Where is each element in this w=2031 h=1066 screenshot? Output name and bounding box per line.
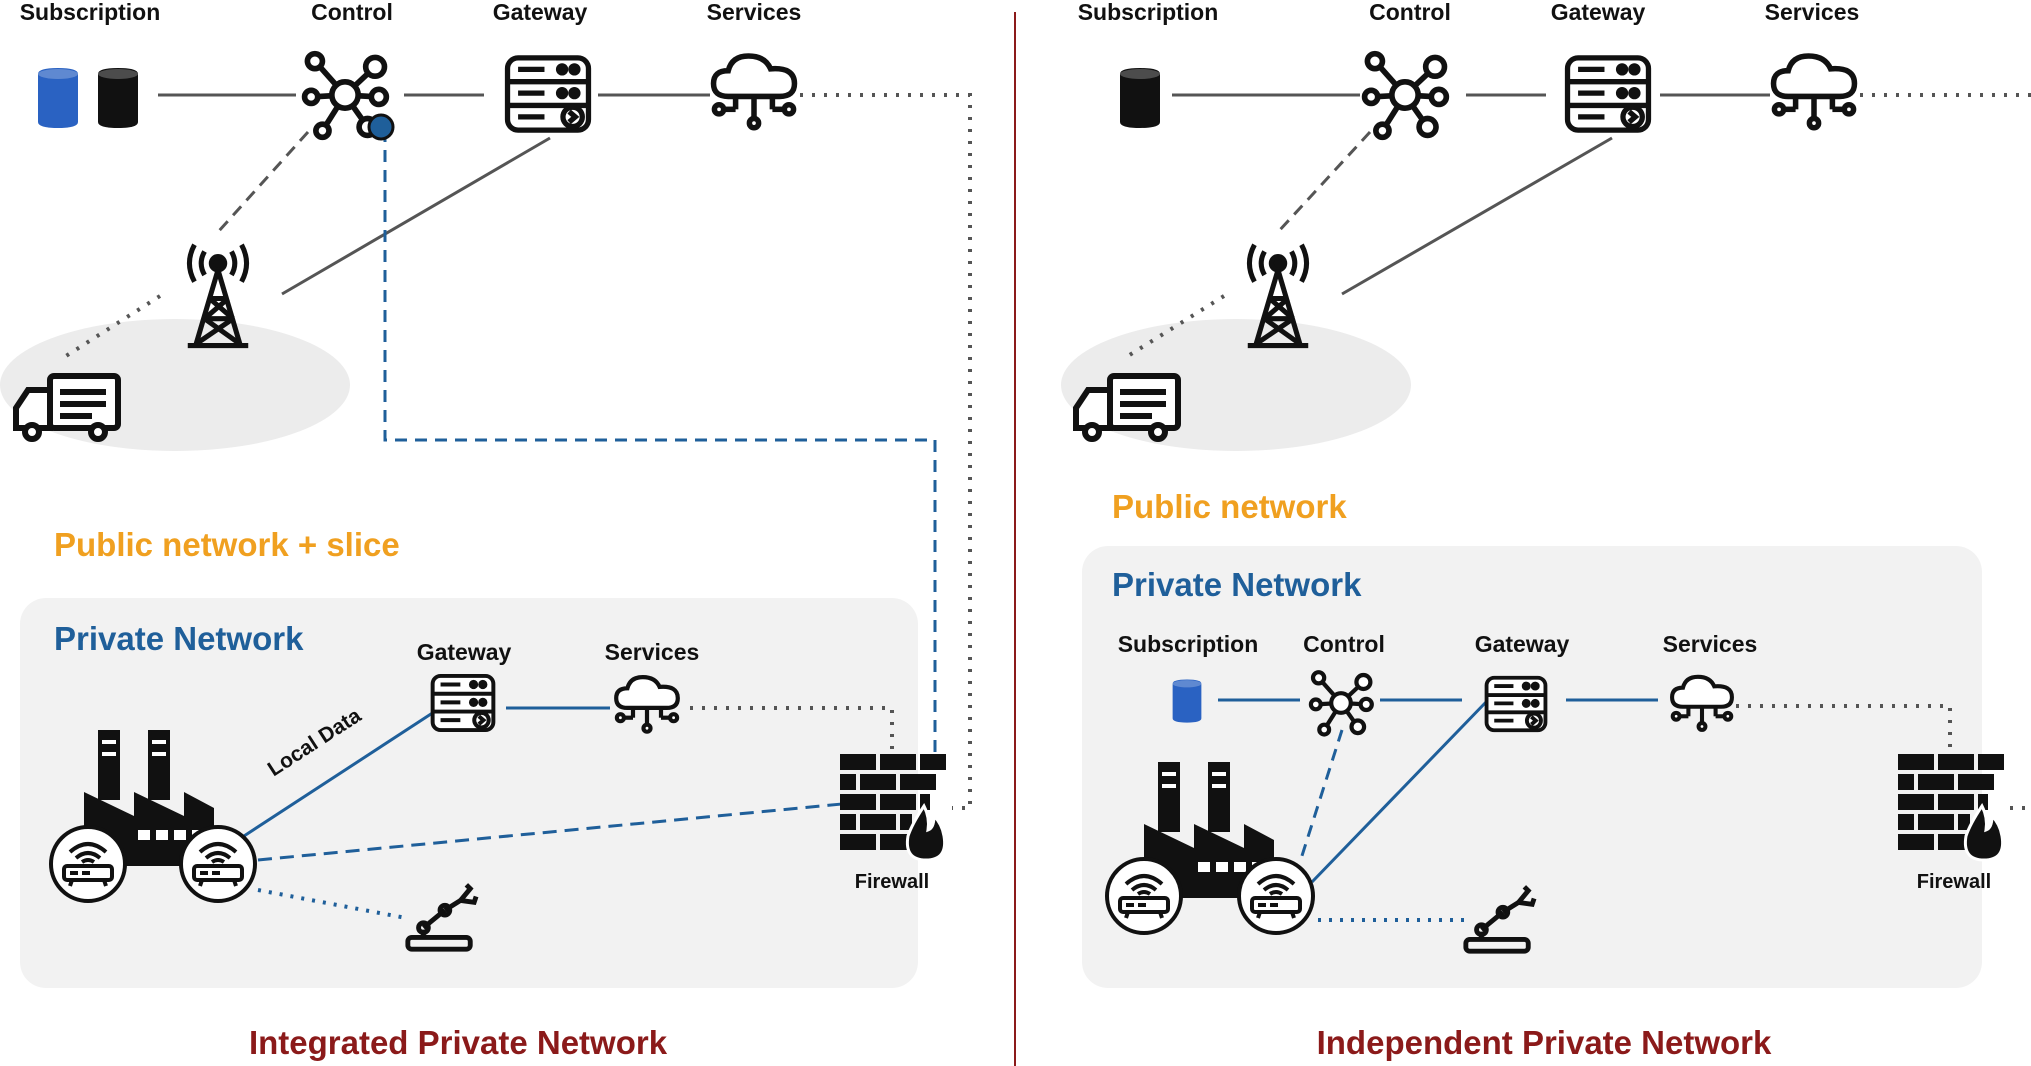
- right-panel: Subscription Control Gateway Services Pu…: [1061, 0, 2031, 1061]
- label-private-control: Control: [1303, 631, 1385, 657]
- database-icon: [38, 68, 78, 128]
- label-gateway: Gateway: [1551, 0, 1646, 25]
- firewall-icon: [1896, 752, 2006, 862]
- label-control: Control: [311, 0, 393, 25]
- slice-node-icon: [367, 113, 395, 141]
- gateway-server-icon: [1568, 58, 1649, 130]
- wifi-router-icon: [49, 825, 127, 903]
- label-gateway: Gateway: [493, 0, 588, 25]
- label-subscription: Subscription: [1078, 0, 1219, 25]
- gateway-server-icon: [433, 676, 494, 730]
- wifi-router-icon: [1237, 857, 1315, 935]
- label-services: Services: [1765, 0, 1860, 25]
- cloud-services-icon: [1774, 56, 1855, 128]
- database-icon: [98, 68, 138, 128]
- database-icon: [1120, 68, 1160, 128]
- control-hub-icon: [1365, 54, 1447, 138]
- label-private-services: Services: [1663, 631, 1758, 657]
- wifi-router-icon: [1105, 857, 1183, 935]
- private-network-title: Private Network: [1112, 566, 1362, 603]
- label-firewall: Firewall: [855, 871, 929, 893]
- wifi-router-icon: [179, 825, 257, 903]
- region-label: Public network: [1112, 488, 1347, 525]
- gateway-server-icon: [1484, 675, 1548, 733]
- caption-independent: Independent Private Network: [1317, 1024, 1772, 1061]
- label-firewall: Firewall: [1917, 871, 1991, 893]
- firewall-icon: [838, 752, 948, 862]
- label-control: Control: [1369, 0, 1451, 25]
- database-icon: [1172, 679, 1202, 723]
- gateway-server-icon: [508, 58, 589, 130]
- caption-integrated: Integrated Private Network: [249, 1024, 668, 1061]
- label-private-services: Services: [605, 639, 700, 665]
- left-panel: Subscription Control Gateway Services Pu…: [0, 0, 972, 1061]
- label-private-subscription: Subscription: [1118, 631, 1259, 657]
- label-services: Services: [707, 0, 802, 25]
- label-subscription: Subscription: [20, 0, 161, 25]
- cloud-services-icon: [714, 56, 795, 128]
- label-private-gateway: Gateway: [417, 639, 512, 665]
- private-network-title: Private Network: [54, 620, 304, 657]
- region-label: Public network + slice: [54, 526, 400, 563]
- label-private-gateway: Gateway: [1475, 631, 1570, 657]
